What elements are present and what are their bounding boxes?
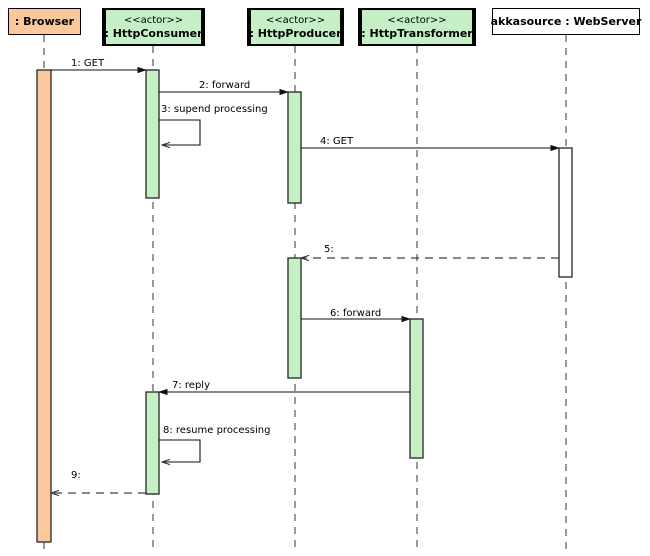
message-label-5: 5: xyxy=(324,244,334,255)
message-label-9: 9: xyxy=(71,470,81,481)
lifeline-name-browser: : Browser xyxy=(14,14,75,28)
lifeline-name-http-consumer: : HttpConsumer xyxy=(104,26,203,40)
message-label-2: 2: forward xyxy=(199,80,251,91)
lifeline-name-http-producer: : HttpProducer xyxy=(249,26,342,40)
message-label-8: 8: resume processing xyxy=(163,425,271,436)
lifeline-header-http-producer[interactable]: <<actor>>: HttpProducer xyxy=(249,8,342,46)
activation-layer xyxy=(36,69,573,543)
activation-bar-act-consumer-2[interactable] xyxy=(145,391,160,495)
message-label-4: 4: GET xyxy=(320,136,354,147)
lifeline-name-web-server: akkasource : WebServer xyxy=(490,14,642,28)
activation-bar-act-transformer-1[interactable] xyxy=(409,318,424,459)
lifeline-header-http-consumer[interactable]: <<actor>>: HttpConsumer xyxy=(104,8,203,46)
message-label-3: 3: supend processing xyxy=(161,104,268,115)
lifeline-name-http-transformer: : HttpTransformer xyxy=(361,26,473,40)
message-label-7: 7: reply xyxy=(172,380,210,391)
message-layer xyxy=(51,66,560,493)
lifeline-header-http-transformer[interactable]: <<actor>>: HttpTransformer xyxy=(360,8,474,46)
message-label-1: 1: GET xyxy=(71,58,105,69)
lifeline-stereotype-http-producer: <<actor>> xyxy=(265,14,326,26)
activation-bar-act-producer-1[interactable] xyxy=(287,91,302,204)
lifeline-stereotype-http-consumer: <<actor>> xyxy=(123,14,184,26)
lifeline-header-web-server[interactable]: akkasource : WebServer xyxy=(490,8,642,35)
activation-bar-act-browser-1[interactable] xyxy=(36,69,52,543)
lifeline-layer xyxy=(43,35,567,553)
activation-bar-act-producer-2[interactable] xyxy=(287,257,302,379)
message-8-self[interactable] xyxy=(159,439,201,462)
message-label-6: 6: forward xyxy=(330,308,382,319)
lifeline-stereotype-http-transformer: <<actor>> xyxy=(387,14,447,26)
message-3-self[interactable] xyxy=(159,119,201,145)
activation-bar-act-webserver-1[interactable] xyxy=(558,147,573,278)
lifeline-header-browser[interactable]: : Browser xyxy=(8,8,81,35)
activation-bar-act-consumer-1[interactable] xyxy=(145,69,160,199)
